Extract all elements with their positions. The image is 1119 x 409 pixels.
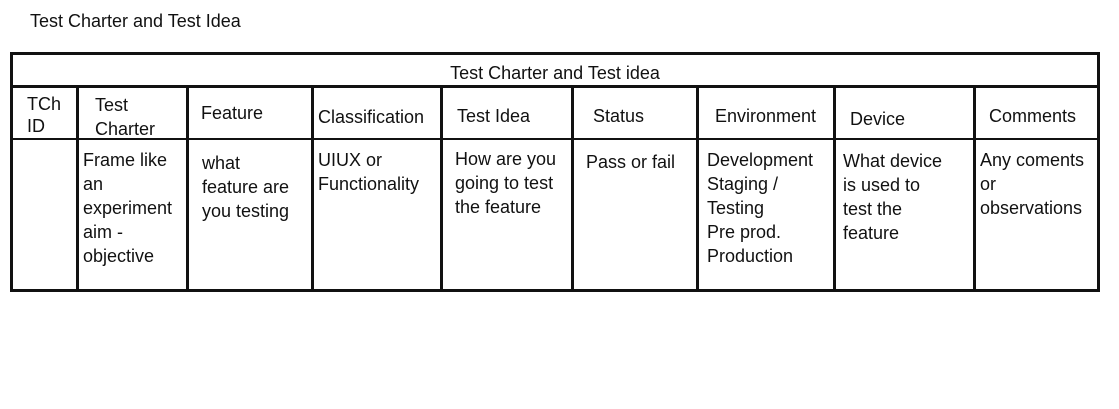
header-comments: Comments xyxy=(989,106,1077,126)
column-divider xyxy=(311,88,314,289)
cell-feature: what feature are you testing xyxy=(202,153,290,221)
header-classification: Classification xyxy=(318,107,425,127)
cell-device: What device is used to test the feature xyxy=(843,151,943,243)
document-title: Test Charter and Test Idea xyxy=(30,11,241,31)
header-test-charter: Test Charter xyxy=(95,95,156,139)
table-banner: Test Charter and Test idea xyxy=(13,55,1097,88)
column-divider xyxy=(696,88,699,289)
cell-comments: Any coments or observations xyxy=(980,150,1085,218)
cell-status: Pass or fail xyxy=(586,152,676,172)
column-divider xyxy=(186,88,189,289)
column-divider xyxy=(571,88,574,289)
column-divider xyxy=(833,88,836,289)
column-divider xyxy=(973,88,976,289)
header-row-divider xyxy=(13,138,1097,140)
header-device: Device xyxy=(850,109,906,129)
header-environment: Environment xyxy=(715,106,817,126)
header-status: Status xyxy=(593,106,645,126)
header-tch-id: TCh ID xyxy=(27,94,62,136)
column-divider xyxy=(440,88,443,289)
cell-environment: Development Staging / Testing Pre prod. … xyxy=(707,150,814,266)
cell-test-idea: How are you going to test the feature xyxy=(455,149,557,217)
header-feature: Feature xyxy=(201,103,264,123)
column-divider xyxy=(76,88,79,289)
header-test-idea: Test Idea xyxy=(457,106,531,126)
test-charter-table: Test Charter and Test idea TCh ID Test C… xyxy=(10,52,1100,292)
cell-classification: UIUX or Functionality xyxy=(318,150,420,194)
cell-test-charter: Frame like an experiment aim - objective xyxy=(83,150,173,266)
